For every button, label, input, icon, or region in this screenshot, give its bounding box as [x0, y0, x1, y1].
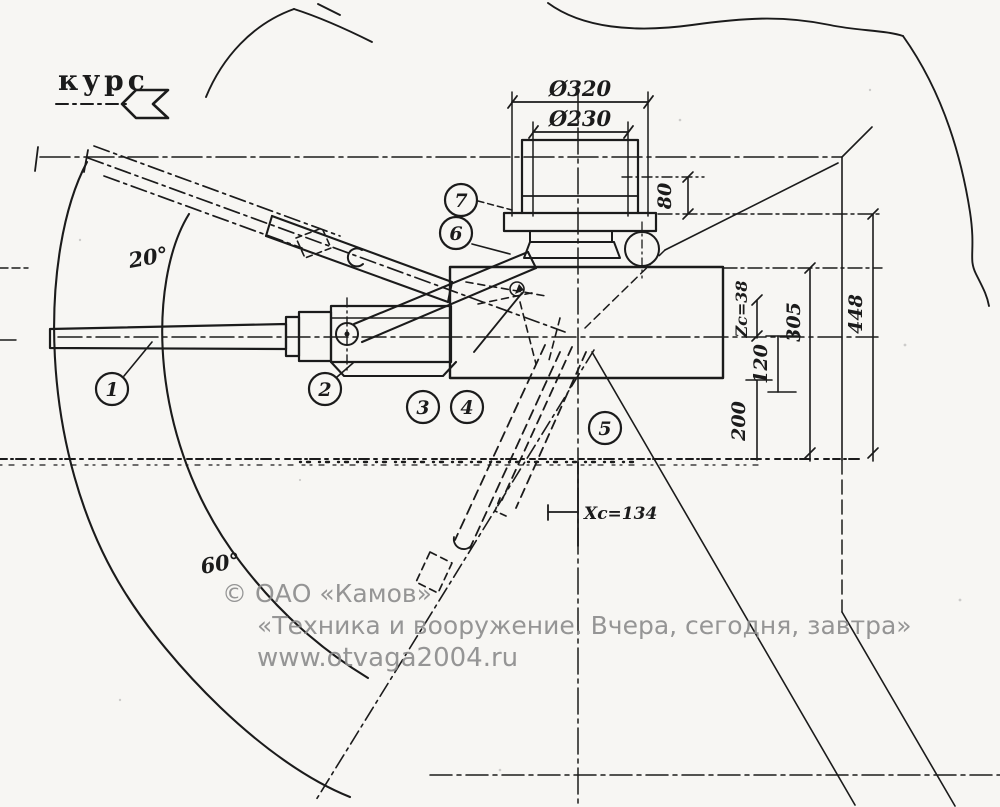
dim-120: 120 [750, 344, 772, 384]
dimension-texts: Ø320 Ø230 80 Zc=38 120 305 448 200 Xc=13… [126, 76, 867, 579]
dim-outer-diameter: Ø320 [548, 76, 612, 101]
watermark-source: «Техника и вооружение. Вчера, сегодня, з… [257, 611, 912, 640]
callout-3-number: 3 [416, 397, 429, 419]
dim-305: 305 [783, 302, 805, 342]
callout-balloons: 1 2 3 4 5 6 7 [94, 182, 623, 446]
dim-xc: Xc=134 [583, 504, 657, 524]
elevation-arcs [53, 160, 370, 799]
mount-body [448, 265, 725, 380]
callout-3: 3 [405, 389, 441, 425]
elevated-barrel-position [87, 145, 566, 333]
callout-5-number: 5 [598, 418, 611, 440]
dim-80: 80 [654, 183, 676, 210]
callout-1: 1 [94, 371, 130, 407]
fuselage-contour [205, 2, 990, 307]
ground-line [0, 458, 863, 466]
callout-2: 2 [307, 371, 343, 407]
callout-6: 6 [438, 215, 474, 251]
watermark-url: www.otvaga2004.ru [257, 643, 518, 673]
xc-dimension [547, 461, 579, 547]
callout-1-number: 1 [105, 379, 118, 401]
course-arrow-icon [120, 88, 170, 120]
centerlines [57, 87, 879, 807]
dim-448: 448 [845, 294, 867, 334]
dim-zc: Zc=38 [732, 280, 751, 338]
turret-ring [502, 91, 705, 279]
course-heading: курс [55, 64, 170, 120]
body-eyelet [509, 281, 525, 297]
angle-up-label: 20° [126, 241, 170, 273]
dimension-lines-right [657, 171, 883, 462]
scan-noise [78, 88, 962, 772]
course-label: курс [58, 64, 149, 97]
callout-2-number: 2 [317, 379, 331, 401]
gun-barrel-assembly [48, 250, 538, 378]
angle-down-label: 60° [199, 547, 242, 579]
callout-7-number: 7 [454, 190, 467, 212]
callout-4: 4 [449, 389, 485, 425]
callout-7: 7 [443, 182, 479, 218]
callout-6-number: 6 [449, 223, 462, 245]
dim-inner-diameter: Ø230 [548, 106, 612, 131]
callout-4-number: 4 [460, 397, 473, 419]
depressed-barrel-position [315, 344, 595, 801]
dim-200: 200 [728, 401, 750, 442]
callout-5: 5 [587, 410, 623, 446]
watermark: © ОАО «Камов» «Техника и вооружение. Вче… [222, 579, 912, 673]
watermark-copyright: © ОАО «Камов» [222, 579, 432, 608]
construction-lines [0, 126, 1000, 807]
